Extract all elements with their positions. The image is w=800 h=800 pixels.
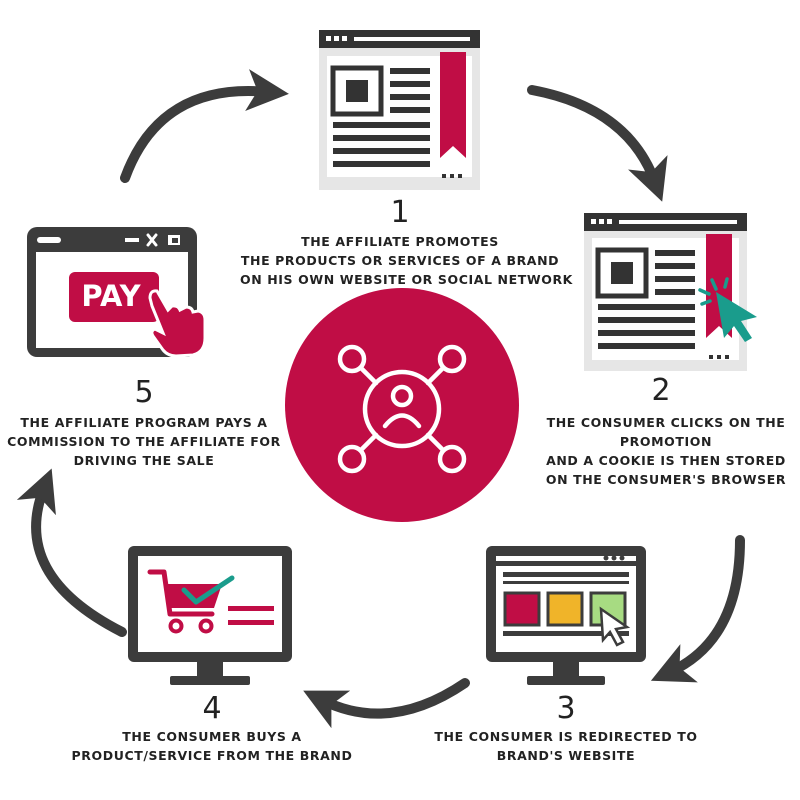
browser-pay-icon	[27, 227, 207, 358]
step-3-line-2: BRAND'S WEBSITE	[496, 748, 636, 763]
step-2-line-4: ON THE CONSUMER'S BROWSER	[545, 472, 787, 487]
arrow-4-to-5	[16, 468, 127, 637]
step-1-line-1: THE AFFILIATE PROMOTES	[301, 234, 499, 249]
step-2-number: 2	[651, 373, 671, 408]
step-1-line-2: THE PRODUCTS OR SERVICES OF A BRAND	[240, 253, 560, 268]
step-2-caption: THE CONSUMER CLICKS ON THE PROMOTION AND…	[540, 413, 792, 489]
step-5-line-2: COMMISSION TO THE AFFILIATE FOR	[7, 434, 281, 449]
arrow-1-to-2	[527, 85, 668, 202]
step-2-line-3: AND A COOKIE IS THEN STORED	[546, 453, 786, 468]
step-5-number: 5	[134, 375, 154, 410]
step-4-line-2: PRODUCT/SERVICE FROM THE BRAND	[71, 748, 353, 763]
step-2-line-2: PROMOTION	[619, 434, 713, 449]
step-5-caption: THE AFFILIATE PROGRAM PAYS A COMMISSION …	[4, 413, 284, 470]
monitor-products-icon	[486, 546, 646, 685]
step-5-line-3: DRIVING THE SALE	[73, 453, 215, 468]
step-1-number: 1	[390, 195, 410, 230]
step-3-number: 3	[556, 691, 576, 726]
step-2-line-1: THE CONSUMER CLICKS ON THE	[546, 415, 786, 430]
arrow-5-to-1	[120, 69, 289, 183]
step-4-number: 4	[202, 691, 222, 726]
step-1-line-3: ON HIS OWN WEBSITE OR SOCIAL NETWORK	[240, 272, 573, 287]
step-5-line-1: THE AFFILIATE PROGRAM PAYS A	[20, 415, 268, 430]
arrow-3-to-4	[303, 678, 470, 729]
webpage-click-icon	[584, 213, 757, 371]
network-user-icon	[285, 288, 519, 522]
webpage-bookmark-icon	[319, 30, 480, 190]
step-4-line-1: THE CONSUMER BUYS A	[122, 729, 302, 744]
step-3-line-1: THE CONSUMER IS REDIRECTED TO	[434, 729, 698, 744]
monitor-cart-icon	[128, 546, 292, 685]
arrow-2-to-3	[650, 535, 745, 683]
pay-button-label: PAY	[81, 279, 141, 313]
step-1-caption: THE AFFILIATE PROMOTES THE PRODUCTS OR S…	[240, 232, 573, 289]
step-4-caption: THE CONSUMER BUYS A PRODUCT/SERVICE FROM…	[70, 727, 354, 765]
step-3-caption: THE CONSUMER IS REDIRECTED TO BRAND'S WE…	[430, 727, 702, 765]
